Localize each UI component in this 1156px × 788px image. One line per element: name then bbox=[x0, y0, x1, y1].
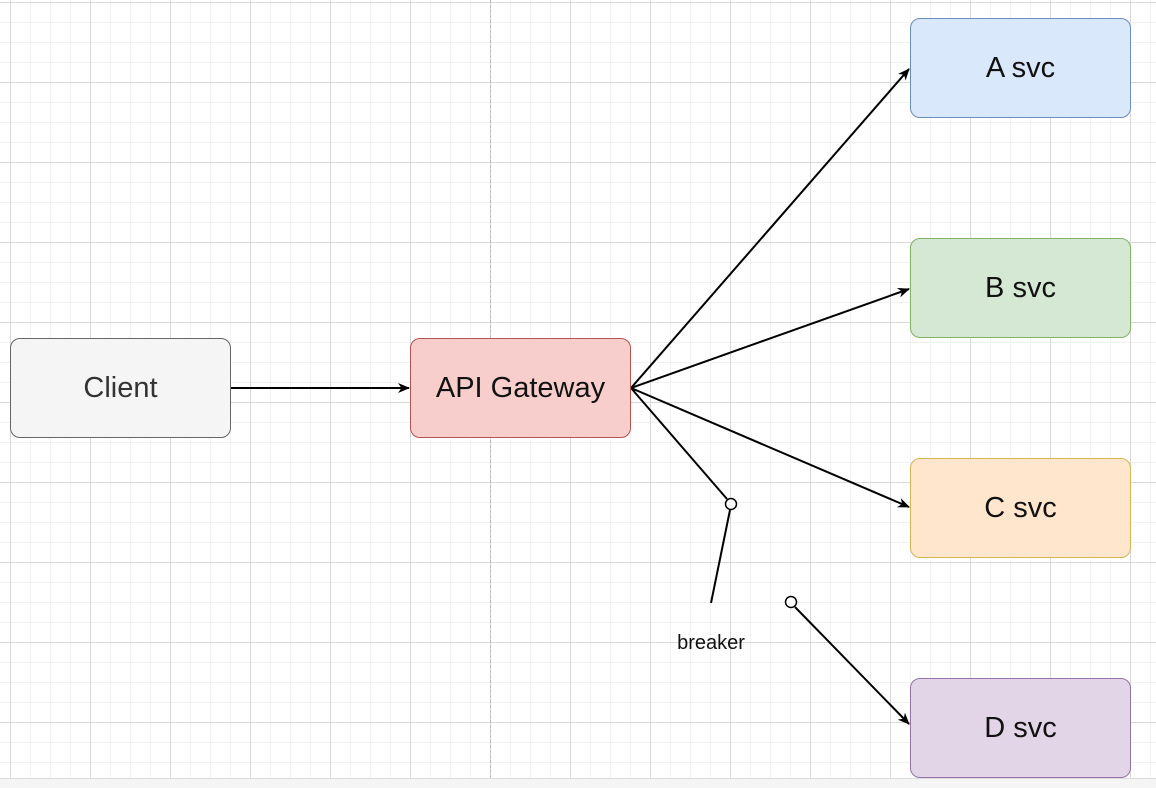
edge-breaker-d[interactable] bbox=[794, 606, 910, 725]
edge-gateway-c[interactable] bbox=[630, 387, 910, 508]
c-svc-label: C svc bbox=[984, 491, 1057, 524]
breaker-line-upper[interactable] bbox=[630, 387, 728, 500]
breaker-contact-lower bbox=[784, 595, 798, 609]
breaker-contact-upper bbox=[724, 497, 738, 511]
d-svc-node[interactable]: D svc bbox=[910, 678, 1131, 778]
canvas-bottom-strip bbox=[0, 778, 1156, 788]
d-svc-label: D svc bbox=[984, 711, 1057, 744]
a-svc-label: A svc bbox=[985, 51, 1056, 84]
api-gateway-node[interactable]: API Gateway bbox=[410, 338, 631, 438]
client-node[interactable]: Client bbox=[10, 338, 231, 438]
b-svc-node[interactable]: B svc bbox=[910, 238, 1131, 338]
edge-gateway-a[interactable] bbox=[630, 68, 910, 389]
breaker-switch-blade bbox=[710, 509, 731, 604]
edge-gateway-b[interactable] bbox=[630, 287, 910, 389]
client-label: Client bbox=[83, 371, 158, 404]
c-svc-node[interactable]: C svc bbox=[910, 458, 1131, 558]
b-svc-label: B svc bbox=[985, 271, 1056, 304]
breaker-label[interactable]: breaker bbox=[677, 632, 745, 654]
api-gateway-label: API Gateway bbox=[435, 371, 606, 404]
a-svc-node[interactable]: A svc bbox=[910, 18, 1131, 118]
